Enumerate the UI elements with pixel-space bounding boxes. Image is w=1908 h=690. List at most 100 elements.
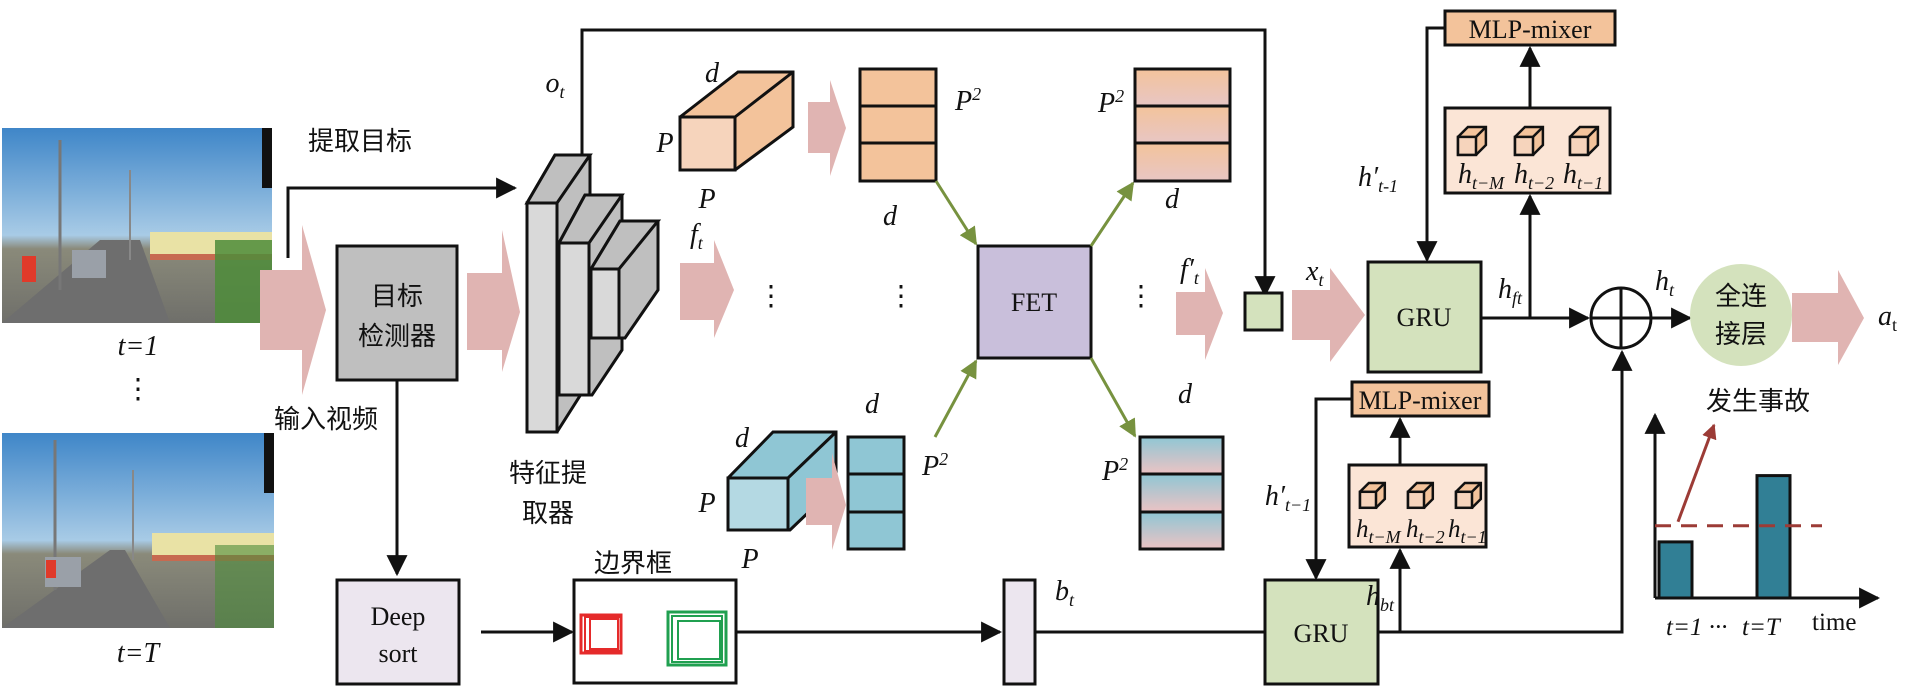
blue-tokens-d: d: [865, 389, 880, 420]
gru-top-hidden-in-label: h′t-1: [1358, 162, 1398, 196]
memory-top-cubes: [1456, 125, 1600, 157]
orange-patch-cube: [678, 70, 795, 172]
orange-cube-d: d: [705, 58, 720, 89]
object-detector-label-line1: 目标: [371, 282, 423, 312]
fet-output-tokens-top: [1133, 67, 1232, 183]
flow-arrow-frames-to-detector: [260, 225, 326, 395]
orange-patch-tokens: [858, 67, 938, 183]
dots-3: ⋮: [1127, 281, 1155, 312]
extract-target-connector: [286, 177, 518, 258]
ot-skip-connector: [580, 28, 1276, 298]
memory-cube-icon: [1568, 125, 1600, 157]
ft-label: ft: [690, 219, 704, 253]
fc-label-line1: 全连: [1715, 282, 1767, 312]
green-arrow-blue-to-fet: [933, 359, 978, 438]
deepsort-label-line1: Deep: [371, 602, 426, 631]
flow-arrow-ftprime: [1176, 268, 1223, 360]
fc-label-line2: 接层: [1715, 320, 1767, 350]
gru-top-box: [1366, 260, 1483, 374]
bt-label: bt: [1055, 576, 1075, 610]
green-arrow-fet-to-bottom-output: [1089, 357, 1137, 438]
gru-bottom-label: GRU: [1294, 619, 1349, 648]
blue-patch-tokens: [846, 435, 906, 551]
ht-label: ht: [1655, 266, 1675, 300]
memory-cube-icon: [1406, 481, 1435, 510]
top-output-d: d: [1165, 184, 1180, 215]
green-arrow-orange-to-fet: [934, 180, 978, 246]
hbt-label: hbt: [1366, 581, 1395, 615]
flow-arrow-xt: [1292, 268, 1365, 362]
accident-chart: [1644, 412, 1881, 609]
memory-top-item-0: ht−M: [1458, 159, 1505, 193]
orange-cube-p-bottom: P: [697, 184, 715, 215]
memory-cube-icon: [1456, 125, 1488, 157]
input-video-label: 输入视频: [274, 405, 378, 435]
red-bbox-icon: [579, 613, 623, 655]
orange-tokens-p2: P2: [954, 84, 981, 117]
memory-bottom-cubes: [1358, 481, 1483, 510]
top-output-p2: P2: [1097, 86, 1124, 119]
fet-output-tokens-bottom: [1138, 435, 1225, 551]
extract-target-label: 提取目标: [308, 127, 412, 157]
flow-arrow-orange-flatten: [808, 80, 846, 176]
object-detector-label-line2: 检测器: [358, 322, 436, 352]
fusion-add-icon: [1589, 286, 1653, 350]
fet-box: [976, 244, 1093, 360]
gru-top-label: GRU: [1397, 303, 1452, 332]
green-arrow-fet-to-top-output: [1089, 181, 1135, 247]
feature-extractor-icon: [524, 153, 662, 434]
output-at-label: at: [1878, 301, 1897, 335]
concat-box: [1243, 291, 1284, 332]
mlp-mixer-bottom-box: [1350, 380, 1491, 418]
memory-bottom-item-0: ht−M: [1356, 516, 1402, 547]
bt-vector-box: [1002, 578, 1037, 686]
frame-last-label: t=T: [117, 638, 162, 669]
video-frame-first: [2, 128, 272, 323]
xt-label: xt: [1305, 256, 1324, 290]
flow-arrow-ft: [680, 240, 734, 338]
accident-chart-bar: [1657, 540, 1694, 600]
accident-chart-x-label: time: [1812, 609, 1856, 636]
mlp-mixer-top-label: MLP-mixer: [1469, 15, 1592, 44]
gru-bottom-hidden-in-label: h′t−1: [1265, 481, 1311, 515]
gru-bottom-output-connector: [1378, 349, 1633, 634]
mlp-top-to-gru-connector: [1416, 26, 1445, 263]
accident-chart-title: 发生事故: [1706, 387, 1810, 417]
deepsort-label-line2: sort: [379, 639, 419, 668]
dots-2: ⋮: [887, 281, 915, 312]
feature-extractor-label-line1: 特征提: [509, 459, 587, 489]
accident-indicator-arrow: [1676, 423, 1717, 523]
dots-1: ⋮: [757, 281, 785, 312]
fet-label: FET: [1011, 288, 1057, 317]
blue-cube-d: d: [735, 423, 750, 454]
fully-connected-layer: [1690, 264, 1792, 366]
accident-chart-tick-0: t=1 ···: [1666, 614, 1727, 641]
memory-cube-icon: [1513, 125, 1545, 157]
feature-extractor-label-line2: 取器: [522, 499, 574, 529]
bounding-box-label: 边界框: [594, 549, 672, 579]
orange-cube-p-left: P: [655, 128, 673, 159]
accident-chart-bar: [1755, 474, 1792, 600]
video-frame-last: [2, 433, 274, 628]
green-bbox-icon: [666, 610, 728, 667]
memory-bottom-item-2: ht−1: [1448, 516, 1487, 547]
frames-ellipsis: ⋮: [124, 374, 152, 405]
memory-top-item-2: ht−1: [1563, 159, 1603, 193]
flow-arrow-output: [1792, 270, 1864, 365]
mlp-bottom-to-gru-connector: [1305, 397, 1352, 581]
memory-bottom-item-1: ht−2: [1406, 516, 1445, 547]
orange-tokens-d: d: [883, 201, 898, 232]
blue-cube-p-left: P: [697, 488, 715, 519]
accident-chart-tick-1: t=T: [1742, 614, 1782, 641]
flow-arrow-detector-to-extractor: [467, 230, 520, 372]
hft-label: hft: [1498, 274, 1523, 308]
bounding-box-panel: [572, 578, 738, 685]
flow-arrow-blue-flatten: [806, 453, 846, 550]
ftprime-label: f′t: [1180, 254, 1200, 288]
blue-tokens-p2: P2: [921, 449, 948, 482]
bottom-output-p2: P2: [1101, 454, 1128, 487]
ot-label: ot: [545, 68, 565, 102]
bottom-output-d: d: [1178, 379, 1193, 410]
frame-first-label: t=1: [118, 331, 159, 362]
